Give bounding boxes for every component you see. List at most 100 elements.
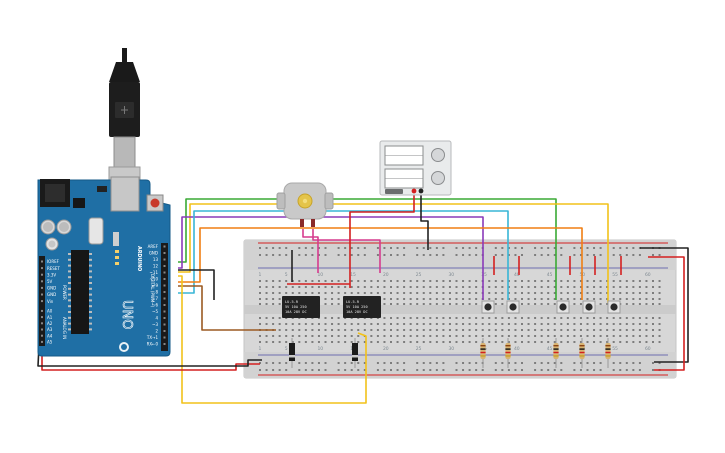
wire-orange[interactable] <box>178 227 583 300</box>
relay-1-line1: LU-5-R <box>285 300 299 304</box>
arduino-model: UNO <box>119 300 134 329</box>
analog-label: ANALOG IN <box>62 317 67 339</box>
column-number-top: 10 <box>317 272 323 278</box>
wires[interactable] <box>37 195 689 404</box>
left-pin-label: A3 <box>47 327 53 332</box>
wire-green[interactable] <box>178 198 557 300</box>
digital-pin-label: AREF <box>148 244 159 249</box>
current-knob[interactable] <box>431 171 445 185</box>
column-number-bottom: 10 <box>317 346 323 352</box>
breadboard-jumpers[interactable] <box>287 245 622 285</box>
resistor[interactable] <box>505 338 511 368</box>
left-pin-label: A2 <box>47 321 53 326</box>
push-button[interactable] <box>506 300 520 314</box>
column-number-top: 5 <box>285 272 288 278</box>
column-number-bottom: 25 <box>416 346 422 352</box>
supply-negative-terminal[interactable] <box>418 188 424 194</box>
power-supply[interactable] <box>379 140 452 196</box>
wire-black-supply[interactable] <box>420 195 429 245</box>
digital-pin-label: TX→1 <box>146 335 159 340</box>
column-number-bottom: 45 <box>547 346 553 352</box>
left-pin-label: A5 <box>47 340 53 345</box>
wire-black-rail[interactable] <box>640 247 689 363</box>
column-number-top: 35 <box>481 272 487 278</box>
column-number-bottom: 5 <box>285 346 288 352</box>
column-number-bottom: 55 <box>612 346 618 352</box>
digital-pin-label: ~9 <box>152 283 158 288</box>
column-number-top: 30 <box>448 272 454 278</box>
column-number-top: 55 <box>612 272 618 278</box>
digital-header[interactable] <box>161 243 168 351</box>
digital-pin-label: ~10 <box>150 277 159 282</box>
left-pin-label: A4 <box>47 333 53 338</box>
wire-brown[interactable] <box>178 285 276 331</box>
wire-purple[interactable] <box>178 216 484 300</box>
left-pin-label: A0 <box>47 309 53 314</box>
column-number-top: 15 <box>350 272 356 278</box>
led-l <box>115 250 119 253</box>
relay-2[interactable]: LU-5-R 5V 10A 250 10A 28V DC <box>343 296 381 318</box>
digital-pin-label: 13 <box>153 257 159 262</box>
left-pin-label: IOREF <box>47 259 60 264</box>
push-button[interactable] <box>481 300 495 314</box>
push-button[interactable] <box>607 300 621 314</box>
column-number-bottom: 1 <box>259 346 262 352</box>
digital-label: DIGITAL (PWM~) <box>150 274 155 308</box>
wire-magenta-1[interactable] <box>302 229 319 273</box>
wire-magenta-2[interactable] <box>312 229 381 273</box>
relay-1[interactable]: LU-5-R 5V 10A 250 10A 28V DC <box>282 296 320 318</box>
left-pin-label: A1 <box>47 315 53 320</box>
push-button[interactable] <box>582 300 596 314</box>
column-number-bottom: 60 <box>645 346 651 352</box>
digital-pin-label: GND <box>149 251 158 256</box>
digital-pin-label: ~6 <box>152 303 158 308</box>
left-pin-label: GND <box>47 286 56 291</box>
relay-1-line2: 5V 10A 250 <box>285 305 307 309</box>
digital-pin-label: 8 <box>155 290 158 295</box>
resistor[interactable] <box>480 338 486 368</box>
digital-pin-label: 2 <box>155 329 158 334</box>
digital-pin-label: 12 <box>153 264 159 269</box>
wire-red-rail[interactable] <box>648 256 685 371</box>
column-number-bottom: 40 <box>514 346 520 352</box>
digital-pin-label: 4 <box>155 316 158 321</box>
left-pin-label: 3.3V <box>47 272 56 277</box>
wire-cyan[interactable] <box>178 210 509 300</box>
column-number-top: 25 <box>416 272 422 278</box>
column-number-bottom: 20 <box>383 346 389 352</box>
column-number-top: 60 <box>645 272 651 278</box>
push-buttons[interactable] <box>481 300 621 314</box>
wire-yellow[interactable] <box>178 203 609 303</box>
digital-pin-label: ~11 <box>150 270 159 275</box>
wire-red-5v[interactable] <box>41 333 260 371</box>
diode-1[interactable] <box>289 338 295 368</box>
wire-red-supply[interactable] <box>349 195 415 288</box>
resistor[interactable] <box>553 338 559 368</box>
column-number-top: 1 <box>259 272 262 278</box>
diode-2[interactable] <box>352 338 358 368</box>
resistor[interactable] <box>579 338 585 368</box>
power-rail-lines <box>258 242 668 376</box>
left-pin-label: 5V <box>47 279 53 284</box>
column-number-top: 20 <box>383 272 389 278</box>
relay-2-line1: LU-5-R <box>346 300 360 304</box>
power-label: POWER <box>62 285 67 300</box>
breadboard-center-channel <box>244 305 676 314</box>
relay-1-line3: 10A 28V DC <box>285 310 307 314</box>
digital-pin-label: 7 <box>155 296 158 301</box>
relay-2-line2: 5V 10A 250 <box>346 305 368 309</box>
push-button[interactable] <box>556 300 570 314</box>
relay-2-line3: 10A 28V DC <box>346 310 368 314</box>
wire-black-digital[interactable] <box>178 269 215 300</box>
resistors[interactable] <box>480 338 611 368</box>
resistor[interactable] <box>605 338 611 368</box>
dc-motor[interactable] <box>276 182 334 227</box>
digital-pin-label: ~5 <box>152 309 158 314</box>
supply-positive-terminal[interactable] <box>411 188 417 194</box>
wire-yellow-loop[interactable] <box>178 275 367 404</box>
left-pin-label: RESET <box>47 266 60 271</box>
voltage-knob[interactable] <box>431 148 445 162</box>
left-pin-label: Vin <box>47 299 54 304</box>
